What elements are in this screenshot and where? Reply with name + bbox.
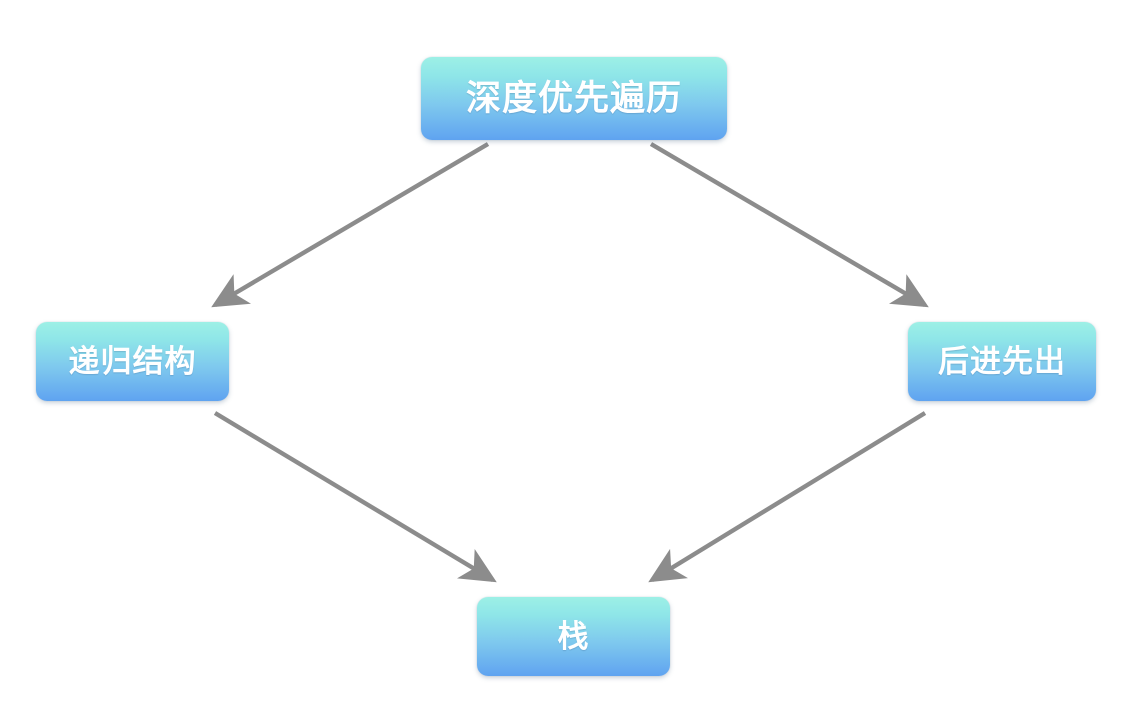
edge-dfs-to-recursive — [211, 142, 490, 308]
edge-dfs-to-lifo — [649, 142, 929, 308]
edge-lifo-to-stack — [648, 411, 927, 583]
node-lifo[interactable]: 后进先出 — [908, 322, 1096, 401]
node-recursive[interactable]: 递归结构 — [36, 322, 229, 401]
edge-recursive-to-stack — [213, 411, 497, 583]
node-stack-label: 栈 — [557, 619, 590, 654]
node-stack[interactable]: 栈 — [477, 597, 670, 676]
node-dfs[interactable]: 深度优先遍历 — [421, 57, 727, 140]
node-lifo-label: 后进先出 — [938, 344, 1066, 379]
node-recursive-label: 递归结构 — [68, 344, 197, 379]
node-dfs-label: 深度优先遍历 — [465, 79, 682, 118]
